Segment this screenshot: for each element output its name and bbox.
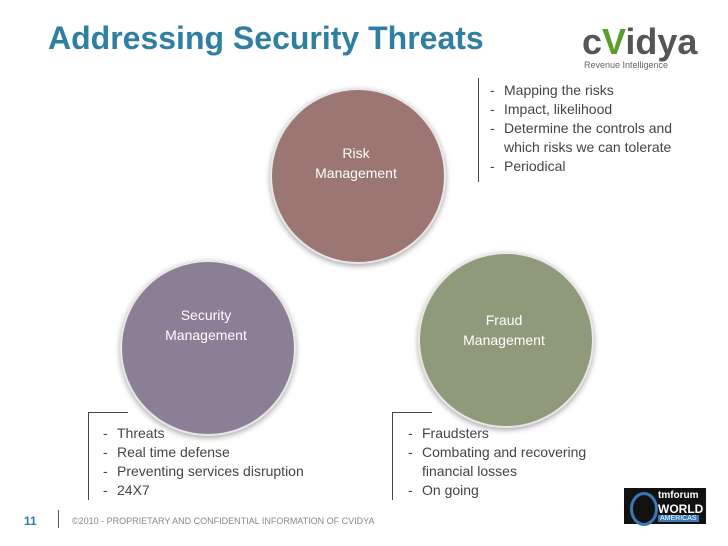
tmforum-world-badge: tmforum WORLD AMERICAS	[624, 488, 706, 526]
security-management-circle	[120, 260, 296, 436]
fraud-management-circle	[418, 252, 594, 428]
security-bullet-list: Threats Real time defense Preventing ser…	[103, 424, 343, 500]
fraud-management-label: Fraud Management	[463, 312, 545, 348]
fraud-bullet-list: Fraudsters Combating and recovering fina…	[408, 424, 608, 500]
risk-bullet: Mapping the risks	[490, 81, 710, 100]
cvidya-logo: cVidya Revenue Intelligence	[582, 22, 722, 74]
page-number: 11	[24, 514, 37, 528]
fraud-bullet: On going	[408, 481, 608, 500]
risk-bullet-list: Mapping the risks Impact, likelihood Det…	[490, 81, 710, 176]
logo-word-post: idya	[625, 21, 698, 62]
risk-bullet: Periodical	[490, 157, 710, 176]
risk-management-circle	[270, 88, 446, 264]
slide-title: Addressing Security Threats	[48, 20, 484, 56]
risk-bullet: Impact, likelihood	[490, 100, 710, 119]
badge-line1: tmforum	[658, 490, 699, 501]
badge-line3: AMERICAS	[658, 515, 699, 522]
security-bracket-top	[88, 412, 128, 413]
logo-tagline: Revenue Intelligence	[584, 60, 669, 70]
risk-management-label: Risk Management	[315, 145, 397, 181]
security-bullet: 24X7	[103, 481, 343, 500]
footer-divider	[58, 510, 59, 528]
security-bracket	[88, 412, 89, 500]
logo-word-v: V	[602, 21, 626, 62]
risk-bullet: Determine the controls and which risks w…	[490, 119, 710, 157]
footer-copyright: ©2010 - PROPRIETARY AND CONFIDENTIAL INF…	[72, 516, 375, 526]
risk-bracket	[478, 78, 479, 182]
badge-line2: WORLD	[658, 502, 704, 516]
fraud-bracket	[392, 412, 393, 500]
fraud-bullet: Fraudsters	[408, 424, 608, 443]
security-bullet: Preventing services disruption	[103, 462, 343, 481]
security-management-label: Security Management	[165, 307, 247, 343]
fraud-bullet: Combating and recovering financial losse…	[408, 443, 608, 481]
security-bullet: Threats	[103, 424, 343, 443]
logo-word-pre: c	[582, 21, 603, 62]
fraud-bracket-top	[392, 412, 432, 413]
security-bullet: Real time defense	[103, 443, 343, 462]
